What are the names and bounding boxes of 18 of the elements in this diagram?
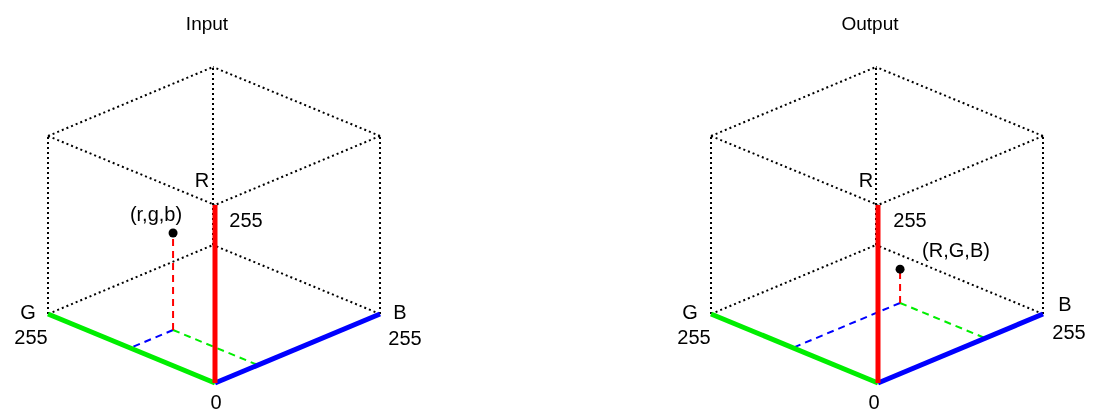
point-label: (r,g,b) <box>129 203 183 225</box>
axis-label: B <box>1058 293 1072 315</box>
tick-label: 255 <box>388 327 422 349</box>
point-label: (R,G,B) <box>922 239 990 261</box>
axis-label: G <box>20 301 36 323</box>
tick-label: 255 <box>893 209 927 231</box>
tick-label: 255 <box>14 326 48 348</box>
axis-label: G <box>682 301 698 323</box>
tick-label: 255 <box>1052 321 1086 343</box>
panel-title: Output <box>841 13 899 35</box>
panel-title: Input <box>185 13 229 35</box>
axis-label: B <box>393 301 407 323</box>
tick-label: 255 <box>229 209 263 231</box>
tick-label: 0 <box>868 391 880 413</box>
tick-label: 0 <box>210 391 222 413</box>
axis-label: R <box>858 169 874 191</box>
tick-label: 255 <box>677 326 711 348</box>
axis-label: R <box>194 169 210 191</box>
